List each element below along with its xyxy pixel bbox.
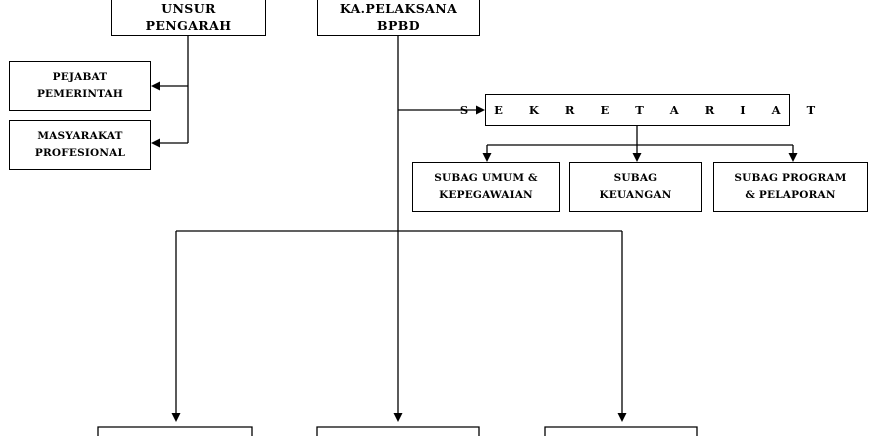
ka-pelaksana-line-1: KA.PELAKSANA [339,1,458,16]
ka-pelaksana-line-2: BPBD [377,18,420,33]
bidang-box-3 [544,426,698,436]
subag-program-line-2: & PELAPORAN [745,189,836,201]
arrow-head-masyarakat [151,138,160,148]
unsur-pengarah-line-2: PENGARAH [145,18,232,33]
arrow-head-sekretariat [476,105,485,115]
arrow-head-bidang-2 [393,413,403,422]
pejabat-pemerintah-line-2: PEMERINTAH [36,88,124,100]
arrow-head-bidang-1 [171,413,181,422]
subag-umum-box: SUBAG UMUM & KEPEGAWAIAN [412,162,560,212]
bidang-box-1 [97,426,253,436]
arrow-head-subag-program [788,153,798,162]
ka-pelaksana-box: KA.PELAKSANA BPBD [317,0,480,36]
subag-program-box: SUBAG PROGRAM & PELAPORAN [713,162,868,212]
masyarakat-profesional-line-2: PROFESIONAL [34,147,126,159]
subag-umum-line-2: KEPEGAWAIAN [439,189,533,201]
subag-program-line-1: SUBAG PROGRAM [734,172,847,184]
unsur-pengarah-box: UNSUR PENGARAH [111,0,266,36]
subag-umum-line-1: SUBAG UMUM & [434,172,538,184]
arrow-head-subag-keuangan [632,153,642,162]
masyarakat-profesional-line-1: MASYARAKAT [37,130,123,142]
pejabat-pemerintah-box: PEJABAT PEMERINTAH [9,61,151,111]
pejabat-pemerintah-line-1: PEJABAT [52,71,108,83]
sekretariat-box: S E K R E T A R I A T [460,94,815,126]
unsur-pengarah-line-1: UNSUR [161,1,216,16]
subag-keuangan-line-1: SUBAG [613,172,658,184]
subag-keuangan-box: SUBAG KEUANGAN [569,162,702,212]
subag-keuangan-line-2: KEUANGAN [599,189,672,201]
arrow-head-subag-umum [482,153,492,162]
masyarakat-profesional-box: MASYARAKAT PROFESIONAL [9,120,151,170]
arrow-head-bidang-3 [617,413,627,422]
sekretariat-label: S E K R E T A R I A T [459,103,827,117]
arrow-head-pejabat [151,81,160,91]
bidang-box-2 [316,426,480,436]
